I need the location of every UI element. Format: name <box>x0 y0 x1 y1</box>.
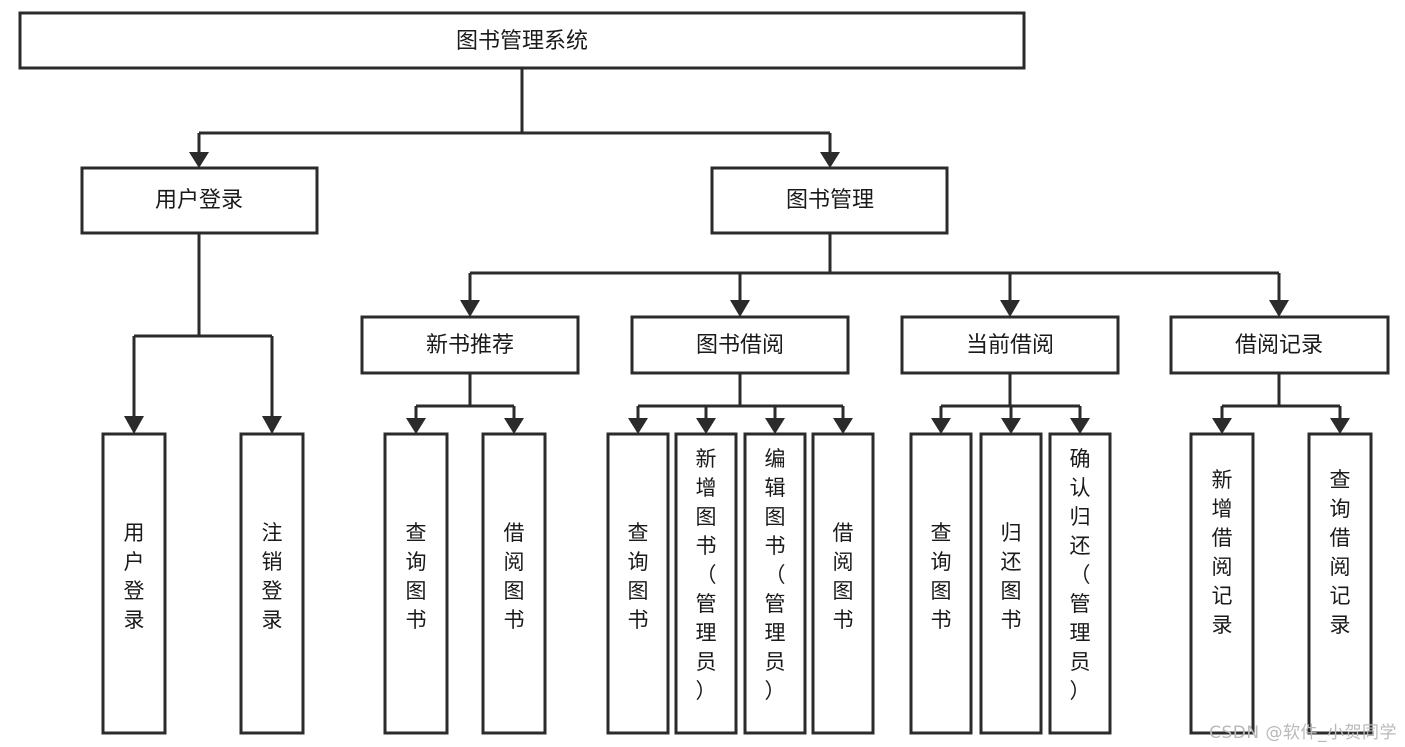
node-book-borrow-box[interactable] <box>630 315 850 375</box>
node-leaf-query-book-current-box[interactable] <box>909 432 973 735</box>
node-leaf-add-book-admin-box[interactable] <box>674 432 738 735</box>
arrowhead-leaf-edit-book-admin <box>765 418 785 434</box>
arrowhead-leaf-confirm-return-admin <box>1070 418 1090 434</box>
node-borrow-record[interactable]: 借阅记录 <box>1169 315 1390 375</box>
node-new-book-rec-label: 新书推荐 <box>426 333 514 358</box>
node-leaf-logout-box[interactable] <box>239 432 305 735</box>
node-leaf-user-login[interactable]: 用户登录 <box>101 432 167 735</box>
node-leaf-user-login-label: 用户登录 <box>124 521 145 632</box>
connector-bookborrow-to-leaves <box>628 373 853 434</box>
node-book-manage-box[interactable] <box>710 166 949 235</box>
node-new-book-rec-box[interactable] <box>360 315 580 375</box>
node-leaf-return-book-label: 归还图书 <box>1001 521 1022 632</box>
node-leaf-borrow-book-rec-label: 借阅图书 <box>504 521 525 632</box>
node-leaf-logout[interactable]: 注销登录 <box>239 432 305 735</box>
arrowhead-leaf-query-borrow-record <box>1330 418 1350 434</box>
node-user-login-label: 用户登录 <box>155 188 243 213</box>
connector-userlogin-to-leaves <box>124 233 282 434</box>
node-leaf-borrow-book-box[interactable] <box>811 432 875 735</box>
node-borrow-record-label: 借阅记录 <box>1235 333 1323 358</box>
connector-currentborrow-to-leaves <box>931 373 1090 434</box>
node-leaf-confirm-return-admin-box[interactable] <box>1048 432 1112 735</box>
arrowhead-current-borrow <box>1000 300 1020 317</box>
node-leaf-edit-book-admin-label: 编辑图书（管理员） <box>765 447 786 703</box>
node-root-label: 图书管理系统 <box>456 29 588 54</box>
node-user-login[interactable]: 用户登录 <box>80 166 319 235</box>
node-leaf-confirm-return-admin[interactable]: 确认归还（管理员） <box>1048 432 1112 735</box>
arrowhead-leaf-query-book-current <box>931 418 951 434</box>
node-book-borrow[interactable]: 图书借阅 <box>630 315 850 375</box>
node-leaf-borrow-book[interactable]: 借阅图书 <box>811 432 875 735</box>
node-book-borrow-label: 图书借阅 <box>696 333 784 358</box>
connector-root-to-level2 <box>189 68 840 168</box>
node-leaf-query-book-current-label: 查询图书 <box>931 521 952 632</box>
arrowhead-leaf-borrow-book <box>833 418 853 434</box>
arrowhead-book-manage <box>820 152 840 168</box>
node-leaf-query-book-borrow-label: 查询图书 <box>628 521 649 632</box>
node-leaf-add-borrow-record-label: 新增借阅记录 <box>1212 468 1233 637</box>
arrowhead-book-borrow <box>730 300 750 317</box>
node-current-borrow-box[interactable] <box>900 315 1120 375</box>
node-book-manage[interactable]: 图书管理 <box>710 166 949 235</box>
node-leaf-query-book-rec-box[interactable] <box>383 432 449 735</box>
connector-bookmanage-to-level3 <box>460 233 1289 317</box>
node-leaf-add-book-admin[interactable]: 新增图书（管理员） <box>674 432 738 735</box>
node-leaf-borrow-book-label: 借阅图书 <box>833 521 854 632</box>
node-leaf-query-book-rec[interactable]: 查询图书 <box>383 432 449 735</box>
node-leaf-borrow-book-rec[interactable]: 借阅图书 <box>481 432 547 735</box>
arrowhead-leaf-add-book-admin <box>696 418 716 434</box>
node-leaf-return-book[interactable]: 归还图书 <box>979 432 1043 735</box>
arrowhead-leaf-user-login <box>124 416 144 434</box>
node-leaf-borrow-book-rec-box[interactable] <box>481 432 547 735</box>
connector-borrowrecord-to-leaves <box>1212 373 1350 434</box>
node-leaf-edit-book-admin-box[interactable] <box>743 432 807 735</box>
arrowhead-new-book-rec <box>460 300 480 317</box>
connector-layer <box>124 68 1350 434</box>
node-borrow-record-box[interactable] <box>1169 315 1390 375</box>
arrowhead-leaf-borrow-book-rec <box>504 418 524 434</box>
node-leaf-query-borrow-record-label: 查询借阅记录 <box>1330 468 1351 637</box>
node-new-book-rec[interactable]: 新书推荐 <box>360 315 580 375</box>
node-leaf-query-borrow-record-box[interactable] <box>1307 432 1373 735</box>
node-leaf-edit-book-admin[interactable]: 编辑图书（管理员） <box>743 432 807 735</box>
node-current-borrow[interactable]: 当前借阅 <box>900 315 1120 375</box>
arrowhead-user-login <box>189 152 209 168</box>
node-root-box[interactable] <box>18 11 1026 70</box>
node-leaf-query-book-borrow-box[interactable] <box>606 432 670 735</box>
arrowhead-borrow-record <box>1269 300 1289 317</box>
arrowhead-leaf-query-book-borrow <box>628 418 648 434</box>
node-leaf-add-borrow-record-box[interactable] <box>1189 432 1255 735</box>
node-leaf-confirm-return-admin-label: 确认归还（管理员） <box>1070 447 1091 703</box>
node-leaf-user-login-box[interactable] <box>101 432 167 735</box>
node-leaf-query-borrow-record[interactable]: 查询借阅记录 <box>1307 432 1373 735</box>
node-user-login-box[interactable] <box>80 166 319 235</box>
arrowhead-leaf-logout <box>262 416 282 434</box>
node-leaf-add-borrow-record[interactable]: 新增借阅记录 <box>1189 432 1255 735</box>
node-leaf-query-book-rec-label: 查询图书 <box>406 521 427 632</box>
arrowhead-leaf-add-borrow-record <box>1212 418 1232 434</box>
node-current-borrow-label: 当前借阅 <box>966 333 1054 358</box>
connector-newbookrec-to-leaves <box>406 373 524 434</box>
node-book-manage-label: 图书管理 <box>786 188 874 213</box>
node-leaf-query-book-borrow[interactable]: 查询图书 <box>606 432 670 735</box>
arrowhead-leaf-query-book-rec <box>406 418 426 434</box>
node-leaf-query-book-current[interactable]: 查询图书 <box>909 432 973 735</box>
node-root[interactable]: 图书管理系统 <box>18 11 1026 70</box>
node-leaf-add-book-admin-label: 新增图书（管理员） <box>696 447 717 703</box>
node-leaf-logout-label: 注销登录 <box>262 521 283 632</box>
node-leaf-return-book-box[interactable] <box>979 432 1043 735</box>
arrowhead-leaf-return-book <box>1001 418 1021 434</box>
